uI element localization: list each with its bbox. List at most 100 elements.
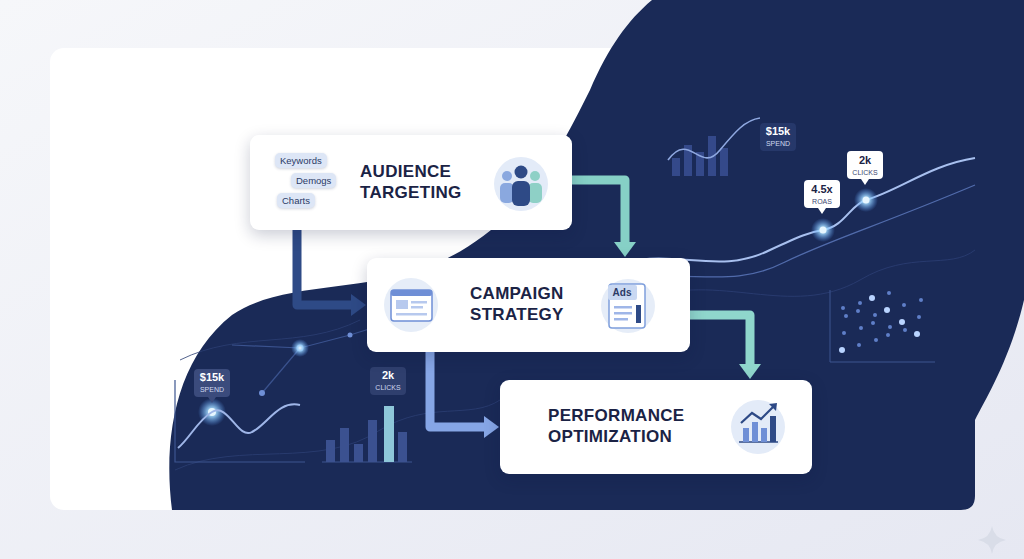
document-icon bbox=[614, 318, 628, 321]
callout-pill bbox=[194, 369, 230, 397]
sparkle bbox=[978, 526, 1006, 554]
glow-dot bbox=[863, 197, 870, 204]
scatter-plot bbox=[899, 319, 905, 325]
flow-arrow bbox=[430, 352, 484, 427]
glow-dot bbox=[291, 339, 309, 357]
people-icon bbox=[494, 157, 548, 211]
metric-label: CLICKS bbox=[375, 384, 400, 391]
scatter-plot bbox=[917, 315, 921, 319]
scatter-plot bbox=[902, 303, 906, 307]
browser-icon bbox=[411, 306, 423, 309]
browser-icon bbox=[396, 313, 427, 316]
network-dot bbox=[348, 333, 353, 338]
scatter-plot bbox=[873, 313, 877, 317]
metric-label: 2k bbox=[859, 155, 871, 166]
document-icon bbox=[601, 279, 655, 333]
people-icon bbox=[500, 183, 514, 203]
chip-label: Demogs bbox=[296, 175, 331, 186]
growth-chart-icon bbox=[731, 400, 785, 454]
metric-label: CLICKS bbox=[852, 169, 877, 176]
chip-label: Keywords bbox=[280, 155, 322, 166]
flow-arrow bbox=[297, 230, 351, 305]
growth-chart-icon bbox=[752, 422, 758, 442]
scatter-plot bbox=[859, 326, 863, 330]
growth-chart-icon bbox=[761, 428, 767, 442]
growth-chart-icon bbox=[770, 416, 776, 442]
bar-chart-top bbox=[720, 148, 728, 176]
callout-pill bbox=[804, 180, 840, 208]
scatter-plot bbox=[842, 331, 846, 335]
metric-label: 4.5x bbox=[811, 184, 832, 195]
scatter-plot bbox=[856, 309, 860, 313]
people-icon bbox=[528, 183, 542, 203]
keyword-chip: Demogs bbox=[291, 173, 336, 188]
trend-line bbox=[668, 118, 760, 160]
process-box: CAMPAIGN STRATEGY bbox=[367, 258, 690, 352]
metric-label: $15k bbox=[200, 372, 224, 383]
growth-chart-icon bbox=[743, 428, 749, 442]
people-icon bbox=[494, 157, 548, 211]
metric-label: $15k bbox=[766, 126, 790, 137]
scatter-plot bbox=[887, 291, 891, 295]
keyword-chip: Keywords bbox=[275, 153, 327, 168]
callout-pill bbox=[818, 208, 826, 214]
browser-icon bbox=[411, 301, 427, 304]
scatter-plot bbox=[871, 321, 875, 325]
box-title: CAMPAIGN STRATEGY bbox=[470, 284, 564, 325]
bar-chart-bottom bbox=[384, 406, 394, 462]
wave-line bbox=[625, 158, 975, 262]
browser-icon bbox=[391, 290, 432, 321]
bar-chart-bottom bbox=[398, 432, 407, 462]
people-icon bbox=[515, 166, 528, 179]
browser-icon bbox=[384, 278, 438, 332]
process-box: PERFORMANCE OPTIMIZATION bbox=[500, 380, 812, 474]
scatter-plot bbox=[841, 306, 845, 310]
browser-icon bbox=[384, 278, 438, 332]
network-dot bbox=[259, 333, 353, 397]
glow-dot bbox=[820, 227, 827, 234]
callout-pill bbox=[847, 151, 883, 179]
line-chart-bottom bbox=[178, 404, 300, 448]
growth-chart-icon bbox=[739, 441, 778, 443]
callout-pill bbox=[194, 123, 883, 403]
chip-label: Charts bbox=[282, 195, 310, 206]
bar-chart-top bbox=[672, 158, 680, 176]
bar-chart-bottom bbox=[326, 440, 335, 462]
metric-label: 2k bbox=[382, 370, 394, 381]
scatter-plot bbox=[830, 290, 935, 362]
callout-pill bbox=[208, 397, 216, 403]
metric-label: SPEND bbox=[200, 386, 224, 393]
scatter-plot bbox=[869, 295, 875, 301]
bar-chart-bottom bbox=[354, 444, 363, 462]
document-icon bbox=[608, 285, 637, 300]
metric-label: SPEND bbox=[766, 140, 790, 147]
grid-lines bbox=[640, 250, 975, 300]
keyword-chip: Charts bbox=[277, 193, 315, 208]
callout-pill bbox=[370, 367, 406, 395]
document-icon bbox=[614, 312, 632, 315]
bar-chart-bottom bbox=[340, 428, 349, 462]
scatter-plot bbox=[903, 328, 907, 332]
browser-icon bbox=[391, 290, 432, 296]
scatter-plot bbox=[874, 338, 878, 342]
scatter-plot bbox=[858, 301, 862, 305]
metric-label: ROAS bbox=[812, 198, 832, 205]
people-icon bbox=[530, 171, 540, 181]
growth-chart-icon bbox=[769, 403, 777, 411]
box-title: AUDIENCE TARGETING bbox=[360, 162, 462, 203]
scatter-plot bbox=[844, 314, 848, 318]
document-icon bbox=[636, 305, 641, 323]
growth-chart-icon bbox=[731, 400, 785, 454]
document-icon bbox=[614, 306, 632, 309]
browser-icon bbox=[396, 300, 408, 309]
glow-dot bbox=[854, 188, 878, 212]
flow-arrow bbox=[690, 315, 750, 364]
bar-chart-bottom bbox=[322, 406, 412, 462]
scatter-plot bbox=[914, 331, 920, 337]
process-box: AUDIENCE TARGETING KeywordsDemogsCharts bbox=[250, 135, 572, 230]
flow-arrow bbox=[572, 180, 625, 242]
network-dot bbox=[259, 390, 265, 396]
bar-chart-bottom bbox=[368, 420, 377, 462]
scatter-plot bbox=[886, 333, 890, 337]
